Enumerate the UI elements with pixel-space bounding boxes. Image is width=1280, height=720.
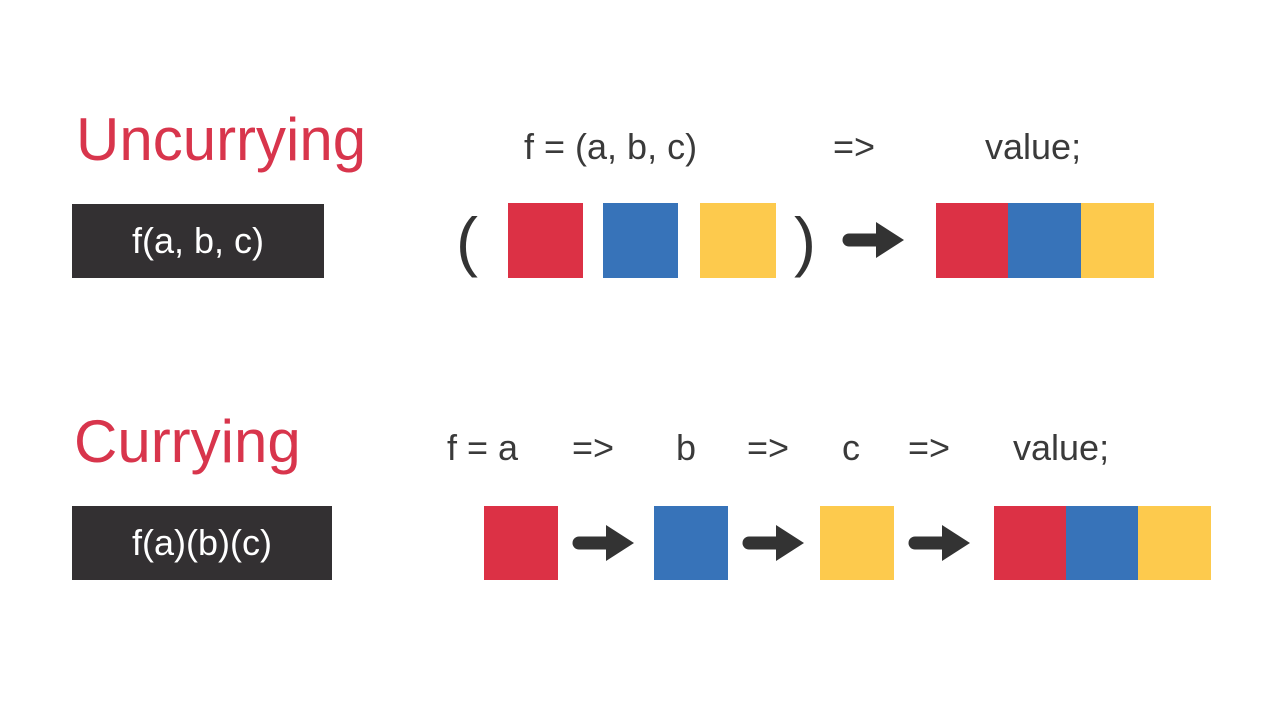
result-square-red <box>936 203 1008 278</box>
currying-code-token: f = a <box>447 427 519 468</box>
currying-code-token: b <box>676 427 697 468</box>
square-red <box>508 203 583 278</box>
currying-result-block <box>994 506 1211 580</box>
uncurrying-code-rhs: value; <box>985 126 1082 167</box>
uncurrying-title: Uncurrying <box>76 106 367 173</box>
arrow-right-icon <box>840 218 906 262</box>
square-yellow <box>700 203 776 278</box>
currying-code-token: => <box>572 427 615 468</box>
currying-code-token: => <box>908 427 951 468</box>
result-square-blue <box>1066 506 1138 580</box>
arrow-right-icon <box>906 521 972 565</box>
uncurrying-code-arrow: => <box>833 126 876 167</box>
currying-code-token: => <box>747 427 790 468</box>
square-red <box>484 506 558 580</box>
square-blue <box>654 506 728 580</box>
currying-title: Currying <box>74 408 301 475</box>
arrow-right-icon <box>570 521 636 565</box>
square-yellow <box>820 506 894 580</box>
square-blue <box>603 203 678 278</box>
uncurrying-signature-box: f(a, b, c) <box>72 204 324 278</box>
currying-code-token: c <box>842 427 860 468</box>
currying-signature-label: f(a)(b)(c) <box>132 522 272 563</box>
uncurrying-result-block <box>936 203 1154 278</box>
currying-signature-box: f(a)(b)(c) <box>72 506 332 580</box>
uncurrying-signature-label: f(a, b, c) <box>131 220 265 261</box>
open-paren: ( <box>456 204 478 278</box>
result-square-red <box>994 506 1066 580</box>
close-paren: ) <box>794 204 816 278</box>
result-square-blue <box>1008 203 1081 278</box>
arrow-right-icon <box>740 521 806 565</box>
result-square-yellow <box>1138 506 1211 580</box>
currying-code-token: value; <box>1013 427 1110 468</box>
uncurrying-code-lhs: f = (a, b, c) <box>524 126 698 167</box>
result-square-yellow <box>1081 203 1154 278</box>
